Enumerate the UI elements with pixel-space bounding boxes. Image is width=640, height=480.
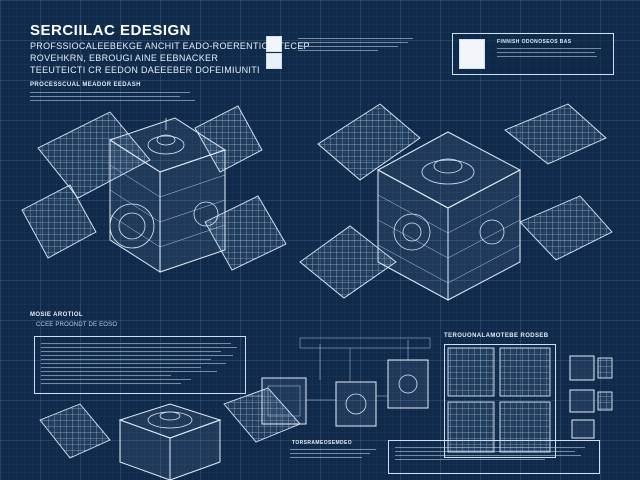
solar-panel-upper-left	[37, 111, 151, 199]
section-label-left: MOSIE AROTIOL	[30, 312, 83, 318]
solar-panel-lower-left	[21, 184, 97, 259]
spec-text-box	[34, 336, 246, 394]
right-block-title: TEROUONALAMOTEBE RODSEB	[444, 333, 549, 339]
page-title: SERCIILAC EDESIGN	[30, 22, 192, 39]
solar-panel-center-lr	[519, 195, 613, 261]
bottom-caption: TORSRAMEOSEMDEO	[292, 440, 353, 446]
section-sublabel-left: CCEE PROONDT DE EOSO	[36, 322, 118, 328]
description-text-block	[30, 92, 200, 104]
solar-panel-center-ll	[299, 225, 397, 299]
document-icon	[266, 36, 282, 52]
section-heading: PROCESSCUAL MEADOR EEDASH	[30, 82, 141, 88]
solar-panel-bl-1	[39, 403, 111, 459]
solar-panel-center-ul	[317, 103, 421, 181]
subtitle-line-3: TEEUTEICTI CR EEDON DAEEEBER DOFEIMIUNIT…	[30, 65, 260, 75]
id-icon	[266, 53, 282, 69]
bottom-caption-text	[290, 449, 380, 461]
spec-text-lines	[41, 343, 237, 387]
legend-box: FINNISH ODONOSEOS BAS	[452, 33, 614, 75]
subtitle-line-1: PROFSSIOCALEEBEKGE ANCHIT EADO-ROERENTIO…	[30, 41, 310, 51]
legend-text	[497, 48, 605, 60]
satellite-left	[21, 105, 287, 273]
satellite-center	[299, 103, 613, 301]
solar-panel-upper-right	[194, 105, 263, 173]
satellite-bottom-left	[39, 387, 301, 480]
top-note-text	[298, 38, 418, 54]
legend-title: FINNISH ODONOSEOS BAS	[497, 39, 572, 45]
solar-panel-center-ur	[504, 103, 607, 165]
panel-grid-frame	[444, 344, 556, 458]
satellite-thumbnail-icon	[459, 39, 485, 69]
component-detail-drawings	[248, 337, 431, 427]
panel-grid-samples	[447, 347, 551, 453]
subtitle-line-2: ROVEHKRN, EBROUGI AINE EEBNACKER	[30, 53, 219, 63]
mini-satellites-right	[569, 355, 613, 439]
